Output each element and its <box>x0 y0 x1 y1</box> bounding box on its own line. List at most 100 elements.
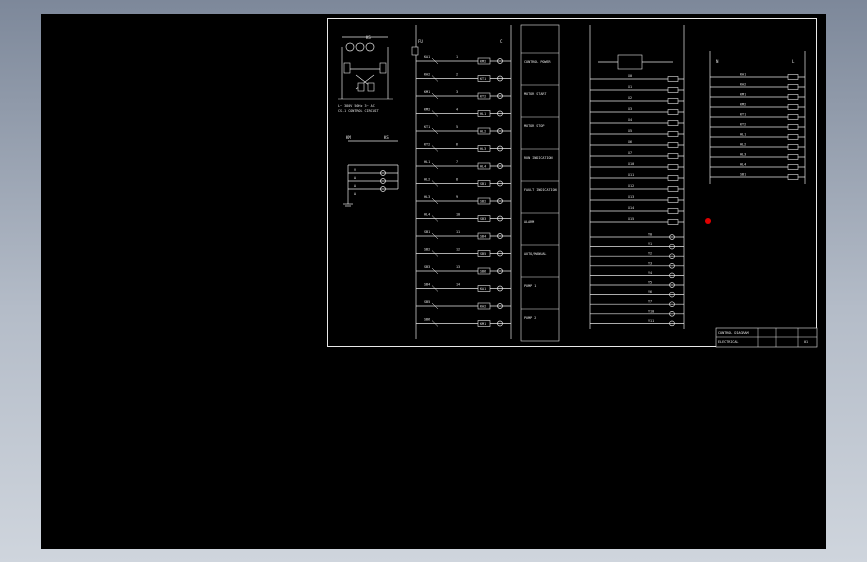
terminal-circle <box>497 303 503 309</box>
plc-input-tag: X3 <box>628 107 632 111</box>
red-marker-dot <box>705 218 711 224</box>
plc-input-box <box>667 120 679 126</box>
plc-input-tag: X13 <box>628 195 634 199</box>
terminal-circle <box>497 268 503 274</box>
plc-input-box <box>667 219 679 225</box>
coil-box <box>477 110 491 117</box>
rung-tag: HL3 <box>424 195 430 199</box>
plc-output-lamp <box>669 320 675 327</box>
rung-tag: KA2 <box>424 73 430 77</box>
electrical-schematic: KS L~ 380V 50Hz 3~ AC CS-1 CONTROL CIRCU… <box>338 24 818 348</box>
description-entry: FAULT INDICATION <box>524 188 557 192</box>
rung-tag: KA1 <box>424 55 430 59</box>
terminal-circle <box>497 58 503 64</box>
title-line-2: ELECTRICAL <box>718 340 738 344</box>
terminal-circle <box>497 75 503 82</box>
terminal-circle <box>497 250 503 257</box>
terminal-circle <box>497 110 503 117</box>
ladder-rungs: KA1KM21KA2KT12KM1KT23KM2HL14KT1HL25KT2HL… <box>416 55 511 327</box>
rung-number: 14 <box>456 283 460 287</box>
rung-number: 11 <box>456 230 460 234</box>
coil-tag: HL1 <box>480 112 486 116</box>
plc-input-box <box>667 131 679 137</box>
plc-output-lamp <box>669 253 675 259</box>
contact-symbol <box>431 92 439 100</box>
plc-input-box <box>667 186 679 192</box>
plc-input-tag: X11 <box>628 173 634 177</box>
plc-output-tag: Y0 <box>648 233 652 237</box>
ladder-right-label: C <box>500 39 503 44</box>
plc-output-lamp <box>669 272 675 279</box>
rung-number: 4 <box>456 108 458 112</box>
contact-symbol <box>431 302 439 310</box>
rung-tag: KT1 <box>424 125 430 129</box>
rung-tag: KM1 <box>424 90 430 94</box>
description-entry: MOTOR STOP <box>524 124 544 128</box>
power-meter-circuit: KS L~ 380V 50Hz 3~ AC CS-1 CONTROL CIRCU… <box>338 35 399 207</box>
meter-label-v: V <box>354 168 356 172</box>
coil-box <box>477 285 491 292</box>
rung-tag: SB4 <box>424 283 430 287</box>
plc-input-tag: X5 <box>628 129 632 133</box>
terminal-circle <box>497 180 503 187</box>
coil-tag: HL4 <box>480 164 486 168</box>
terminal-box <box>787 144 799 150</box>
terminal-circle <box>497 198 503 204</box>
terminal-box <box>787 84 799 90</box>
contact-symbol <box>431 320 439 327</box>
contact-symbol <box>431 285 439 292</box>
rung-number: 1 <box>456 55 458 59</box>
title-line-1: CONTROL DIAGRAM <box>718 331 749 335</box>
coil-tag: HL2 <box>480 129 486 133</box>
terminal-tag: HL3 <box>740 153 746 157</box>
terminal-tag: KT2 <box>740 123 746 127</box>
coil-tag: SB5 <box>480 252 486 256</box>
rung-number: 2 <box>456 73 458 77</box>
terminal-circle <box>497 145 503 152</box>
plc-output-lamp <box>669 301 675 307</box>
description-entry: PUMP 2 <box>524 316 536 320</box>
terminal-tag: KM2 <box>740 103 746 107</box>
ladder-left-label: FU <box>418 39 423 44</box>
contact-symbol <box>431 57 439 65</box>
plc-input-box <box>667 109 679 115</box>
description-entry: MOTOR START <box>524 92 546 96</box>
coil-tag: SB6 <box>480 269 486 273</box>
coil-tag: SB4 <box>480 234 486 238</box>
title-block: CONTROL DIAGRAM ELECTRICAL 01 <box>715 327 818 348</box>
contact-symbol <box>431 267 439 275</box>
plc-input-tag: X4 <box>628 118 632 122</box>
plc-output-lamp <box>669 311 675 317</box>
coil-box <box>477 92 491 100</box>
coil-box <box>477 197 491 205</box>
rung-tag: SB3 <box>424 265 430 269</box>
terminal-box <box>787 124 799 130</box>
drawing-viewport[interactable]: KS L~ 380V 50Hz 3~ AC CS-1 CONTROL CIRCU… <box>41 14 826 549</box>
plc-input-tag: X7 <box>628 151 632 155</box>
plc-input-tag: X2 <box>628 96 632 100</box>
contact-symbol <box>431 75 439 82</box>
coil-box <box>477 75 491 82</box>
meter-label-a1: A <box>354 176 356 180</box>
rung-tag: HL4 <box>424 213 430 217</box>
rung-tag: KM2 <box>424 108 430 112</box>
rung-number: 6 <box>456 143 458 147</box>
plc-output-lamp <box>669 282 675 288</box>
coil-box <box>477 145 491 152</box>
plc-input-tag: X1 <box>628 85 632 89</box>
plc-output-tag: Y2 <box>648 252 652 256</box>
plc-input-box <box>667 142 679 148</box>
ladder-diagram: FU C KA1KM21KA2KT12KM1KT23KM2HL14KT1HL25… <box>411 25 512 339</box>
terminal-box <box>787 74 799 80</box>
rung-tag: HL2 <box>424 178 430 182</box>
plc-output-tag: Y1 <box>648 242 652 246</box>
rung-number: 13 <box>456 265 460 269</box>
coil-tag: KM2 <box>480 59 486 63</box>
plc-output-tag: Y6 <box>648 290 652 294</box>
terminal-circle <box>497 233 503 239</box>
plc-output-tag: Y4 <box>648 271 652 275</box>
